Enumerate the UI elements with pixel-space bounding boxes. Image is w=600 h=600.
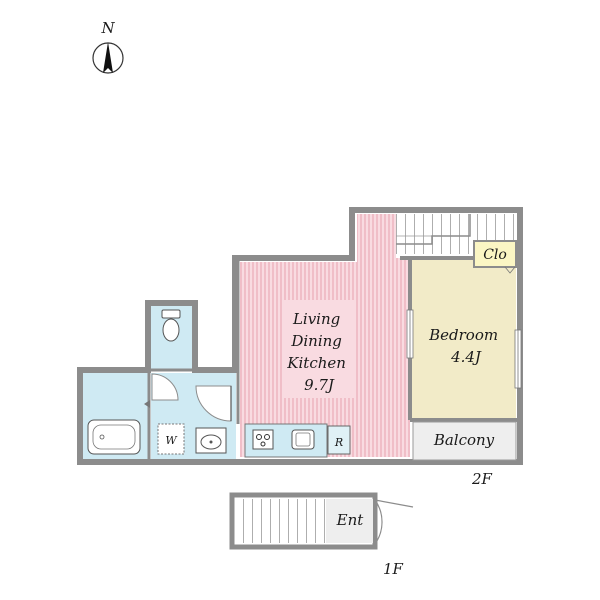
closet-box xyxy=(473,240,517,268)
entrance-label: Ent xyxy=(336,511,365,529)
compass-arrow-icon xyxy=(103,42,113,73)
ldk-room: Living Dining Kitchen 9.7J xyxy=(240,214,410,457)
balcony-floor xyxy=(412,421,517,461)
entrance-door-leaf xyxy=(374,499,414,508)
compass-label: N xyxy=(100,19,115,37)
washer-label: W xyxy=(165,434,178,447)
floor-1f: Ent xyxy=(229,492,414,550)
toilet-room xyxy=(151,306,192,372)
bedroom-floor xyxy=(412,260,516,418)
bedroom-room: Bedroom 4.4J xyxy=(406,260,522,422)
sink-icon xyxy=(291,429,315,450)
fridge-box xyxy=(327,425,351,455)
bathroom xyxy=(83,372,151,460)
kitchen-counter: R xyxy=(244,423,351,458)
washroom: W xyxy=(151,258,240,459)
balcony: Balcony xyxy=(412,421,517,461)
ldk-label-bg xyxy=(282,300,354,398)
bath-door-marker xyxy=(144,400,150,408)
wash-basin-icon xyxy=(195,427,227,454)
entrance-floor xyxy=(326,499,373,543)
toilet-door-swing xyxy=(151,373,179,401)
stairs-2f-zigzag xyxy=(396,214,471,245)
closet-door-icon xyxy=(504,266,516,274)
bedroom-window xyxy=(514,329,522,389)
bedroom-sliding-door xyxy=(406,309,414,359)
entrance-door-swing xyxy=(374,499,383,545)
washer-box xyxy=(157,423,185,455)
stove-icon xyxy=(252,429,274,450)
stairs-1f-treads xyxy=(236,499,326,543)
floor-label-2f: 2F xyxy=(471,470,493,488)
bedroom-label: Bedroom 4.4J xyxy=(428,326,503,366)
ldk-label: Living Dining Kitchen 9.7J xyxy=(286,310,350,394)
balcony-label: Balcony xyxy=(433,431,495,449)
closet: Clo xyxy=(473,240,517,274)
closet-label: Clo xyxy=(483,247,507,263)
north-compass: N xyxy=(92,19,124,74)
floor-label-1f: 1F xyxy=(383,560,404,578)
toilet-icon xyxy=(161,309,181,342)
bathtub-icon xyxy=(87,419,141,455)
fridge-label: R xyxy=(334,436,343,449)
